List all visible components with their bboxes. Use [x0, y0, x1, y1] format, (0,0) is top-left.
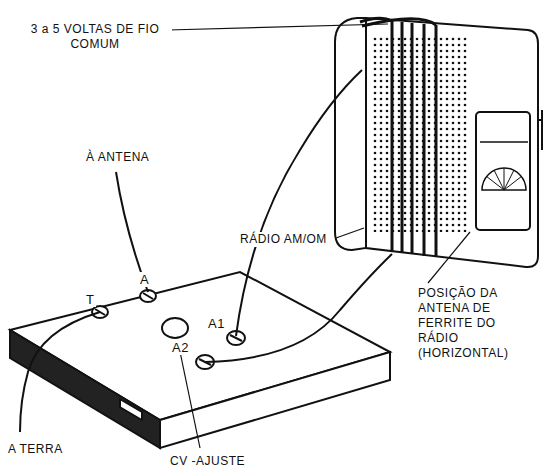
terminal-label: A1 — [206, 316, 227, 331]
leader-lines — [168, 24, 470, 448]
coupler-box — [10, 272, 390, 448]
coil-windings — [360, 18, 436, 257]
terminal-label: T — [84, 292, 96, 307]
antenna-label: À ANTENA — [84, 150, 151, 165]
radio — [335, 18, 542, 267]
ferrite-note: POSIÇÃO DA ANTENA DE FERRITE DO RÁDIO (H… — [416, 286, 522, 361]
terminal-label: A — [138, 272, 151, 287]
radio-label: RÁDIO AM/OM — [238, 232, 329, 247]
ground-label: A TERRA — [6, 442, 65, 457]
terminals — [92, 290, 245, 369]
winding-note: 3 a 5 VOLTAS DE FIO COMUM — [18, 22, 172, 52]
cv-label: CV -AJUSTE — [168, 454, 247, 469]
cv-knob — [162, 318, 188, 338]
terminal-label: A2 — [170, 340, 191, 355]
wires — [20, 70, 392, 432]
